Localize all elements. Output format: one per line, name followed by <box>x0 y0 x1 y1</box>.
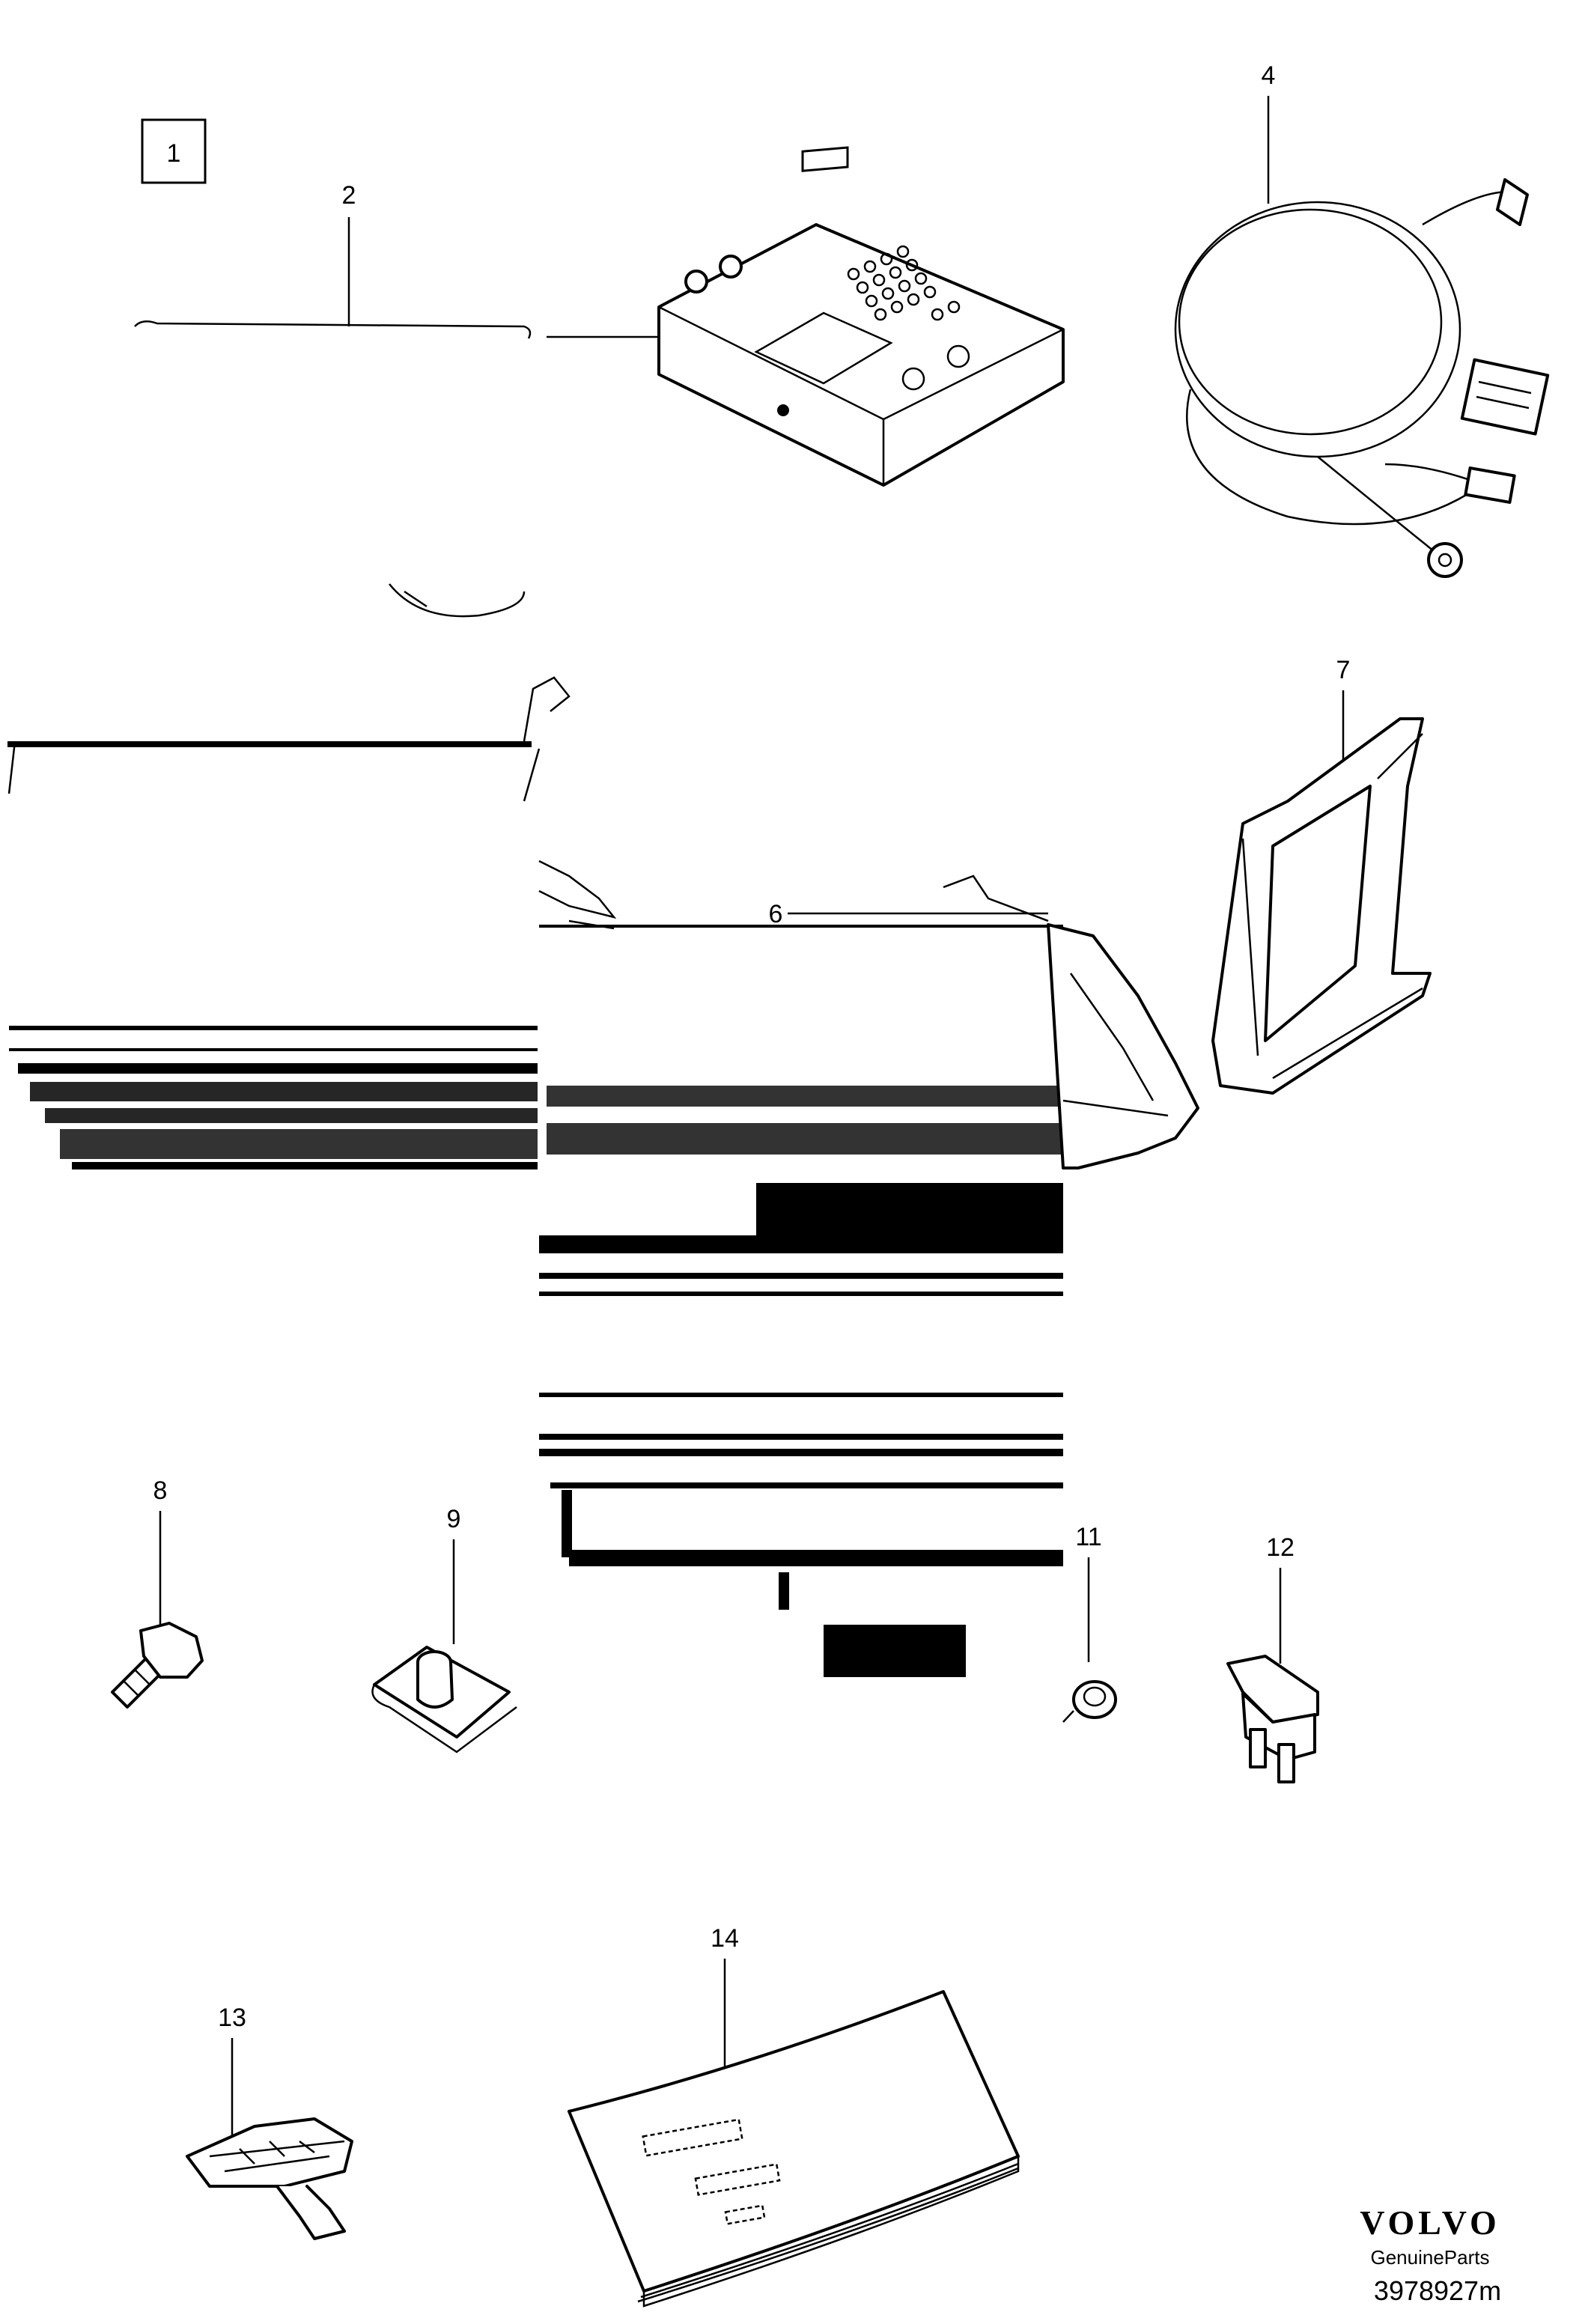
diagram-number: 3978927m <box>1374 2275 1501 2306</box>
callout-7-label: 7 <box>1336 656 1351 684</box>
radio-unit <box>657 146 1065 487</box>
owners-manual <box>568 1990 1020 2308</box>
callout-1-label: 1 <box>167 139 181 168</box>
callout-11-label: 11 <box>1075 1523 1101 1551</box>
bracket-clip <box>186 2117 353 2240</box>
callout-2: 2 <box>134 181 659 339</box>
callout-13: 13 <box>218 2004 246 2141</box>
callout-9-label: 9 <box>447 1505 461 1533</box>
grommet <box>1062 1680 1117 1723</box>
radio-keypad <box>847 245 961 321</box>
callout-12: 12 <box>1266 1533 1295 1664</box>
volvo-wordmark: VOLVO <box>1360 2203 1500 2242</box>
callout-1: 1 <box>141 118 207 184</box>
bolt <box>111 1622 204 1709</box>
volvo-logo: VOLVO <box>1360 2203 1500 2242</box>
callout-8: 8 <box>153 1476 168 1637</box>
genuine-parts-label: GenuineParts <box>1371 2246 1490 2269</box>
callout-14: 14 <box>711 1924 739 2066</box>
callout-6: 6 <box>769 900 1048 928</box>
callout-9: 9 <box>447 1505 461 1644</box>
callout-2-label: 2 <box>342 181 356 210</box>
clip <box>389 583 526 618</box>
callout-8-label: 8 <box>153 1476 168 1505</box>
callout-12-label: 12 <box>1266 1533 1295 1562</box>
callout-6-label: 6 <box>769 900 783 928</box>
callout-11: 11 <box>1075 1523 1102 1662</box>
side-panel <box>7 676 1199 1677</box>
cable-harness <box>1174 178 1550 578</box>
callout-4-label: 4 <box>1262 61 1276 90</box>
callout-13-label: 13 <box>218 2004 246 2032</box>
spring-nut <box>371 1646 517 1753</box>
callout-4: 4 <box>1262 61 1276 204</box>
callout-14-label: 14 <box>711 1924 739 1953</box>
antenna-rod <box>134 320 532 339</box>
trim-frame <box>1211 717 1432 1095</box>
fuse <box>1226 1655 1319 1783</box>
